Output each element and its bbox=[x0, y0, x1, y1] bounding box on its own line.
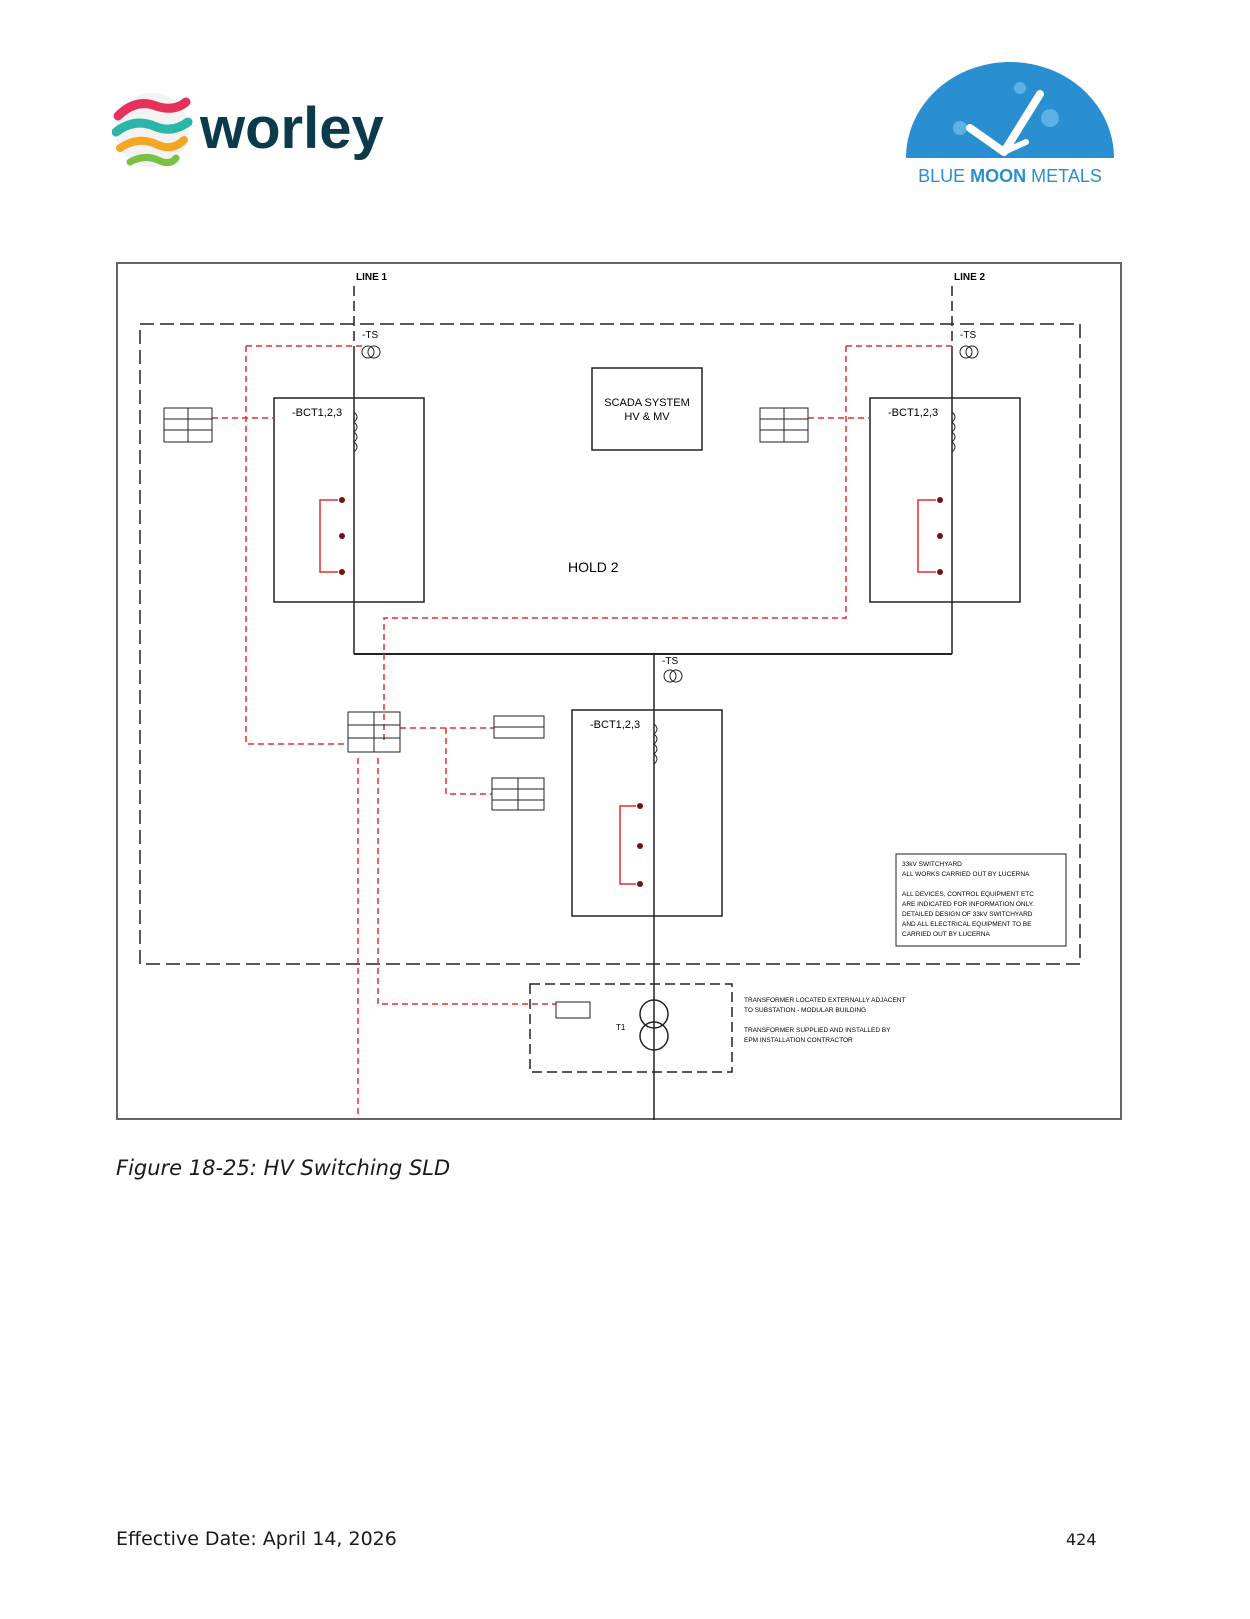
svg-text:AND ALL ELECTRICAL EQUIPMENT T: AND ALL ELECTRICAL EQUIPMENT TO BE bbox=[902, 921, 1032, 928]
page-number: 424 bbox=[1066, 1530, 1097, 1549]
bct-label-left: -BCT1,2,3 bbox=[292, 407, 342, 419]
svg-text:DETAILED DESIGN OF 33kV SWITCH: DETAILED DESIGN OF 33kV SWITCHYARD bbox=[902, 911, 1033, 918]
svg-text:CARRIED OUT BY LUCERNA: CARRIED OUT BY LUCERNA bbox=[902, 931, 991, 938]
bct-label-right: -BCT1,2,3 bbox=[888, 407, 938, 419]
bct-label-center: -BCT1,2,3 bbox=[590, 719, 640, 731]
transformer-label: T1 bbox=[616, 1023, 626, 1032]
svg-text:TRANSFORMER SUPPLIED AND INSTA: TRANSFORMER SUPPLIED AND INSTALLED BY bbox=[744, 1027, 891, 1034]
ts-center: -TS bbox=[662, 656, 683, 683]
svg-text:ALL WORKS CARRIED OUT BY LUCER: ALL WORKS CARRIED OUT BY LUCERNA bbox=[902, 871, 1030, 878]
worley-logo: worley bbox=[111, 88, 452, 178]
svg-text:33kV SWITCHYARD: 33kV SWITCHYARD bbox=[902, 861, 962, 868]
scada-title-1: SCADA SYSTEM bbox=[604, 397, 690, 409]
line-2-label: LINE 2 bbox=[954, 272, 986, 283]
bmm-wordmark: BLUE MOON METALS bbox=[918, 166, 1102, 186]
svg-text:-TS: -TS bbox=[960, 330, 976, 341]
svg-text:EPM INSTALLATION CONTRACTOR: EPM INSTALLATION CONTRACTOR bbox=[744, 1037, 853, 1044]
svg-text:TRANSFORMER LOCATED EXTERNALLY: TRANSFORMER LOCATED EXTERNALLY ADJACENT bbox=[744, 997, 905, 1004]
svg-text:-TS: -TS bbox=[662, 656, 678, 667]
ts-line2: -TS bbox=[959, 330, 979, 359]
hold-label: HOLD 2 bbox=[568, 559, 619, 575]
worley-wordmark: worley bbox=[199, 96, 384, 161]
scada-box bbox=[591, 367, 703, 451]
hv-switching-sld: LINE 1 LINE 2 -TS -TS -TS -BCT1,2,3 -BCT bbox=[116, 262, 1122, 1120]
figure-caption: Figure 18-25: HV Switching SLD bbox=[116, 1156, 451, 1180]
swirl-globe-icon: worley bbox=[111, 93, 384, 167]
sld-drawing: LINE 1 LINE 2 -TS -TS -TS -BCT1,2,3 -BCT bbox=[116, 262, 1122, 1120]
ts-line1: -TS bbox=[361, 330, 381, 359]
effective-date: Effective Date: April 14, 2026 bbox=[116, 1528, 397, 1550]
line-1-label: LINE 1 bbox=[356, 272, 388, 283]
svg-text:-TS: -TS bbox=[362, 330, 378, 341]
moon-pickaxe-icon: BLUE MOON METALS bbox=[906, 62, 1114, 186]
svg-text:ALL DEVICES, CONTROL EQUIPMENT: ALL DEVICES, CONTROL EQUIPMENT ETC bbox=[902, 891, 1034, 898]
blue-moon-metals-logo: BLUE MOON METALS bbox=[900, 58, 1120, 198]
scada-title-2: HV & MV bbox=[624, 411, 670, 423]
svg-text:TO SUBSTATION - MODULAR BUILDI: TO SUBSTATION - MODULAR BUILDING bbox=[744, 1007, 866, 1014]
svg-text:ARE INDICATED FOR INFORMATION: ARE INDICATED FOR INFORMATION ONLY. bbox=[902, 901, 1034, 908]
